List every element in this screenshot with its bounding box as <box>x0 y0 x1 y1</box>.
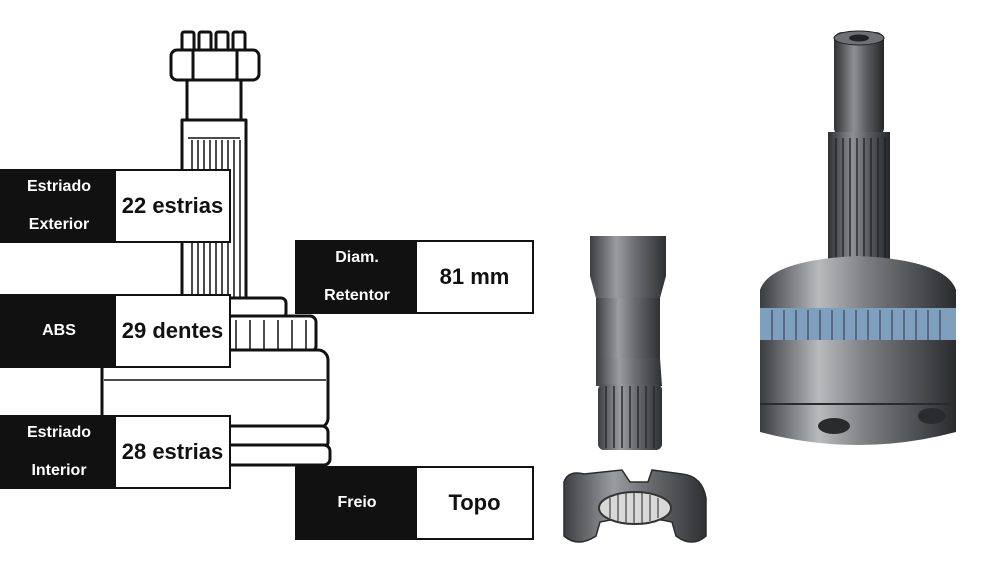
label-value: 81 mm <box>439 264 510 289</box>
label-key: Estriado Exterior <box>2 171 116 241</box>
label-key-line2: Exterior <box>28 216 90 233</box>
label-key: Estriado Interior <box>2 417 116 487</box>
label-key: ABS <box>2 296 116 366</box>
label-diam-retentor: Diam. Retentor 81 mm <box>295 240 534 314</box>
label-freio: Freio Topo <box>295 466 534 540</box>
label-value: 22 estrias <box>121 193 224 218</box>
label-key: Freio <box>297 468 417 538</box>
label-key-line2: Retentor <box>324 287 390 304</box>
inner-shaft-photo <box>563 236 707 543</box>
label-value: 29 dentes <box>121 318 224 343</box>
label-key-line1: Diam. <box>335 249 379 266</box>
label-value: Topo <box>448 490 501 515</box>
label-estriado-interior: Estriado Interior 28 estrias <box>0 415 231 489</box>
label-value: 28 estrias <box>121 439 224 464</box>
label-key-line2: Interior <box>31 462 87 479</box>
label-key-line1: Freio <box>337 494 377 511</box>
cv-joint-photo <box>760 30 956 445</box>
label-key-line1: ABS <box>42 322 76 339</box>
label-abs: ABS 29 dentes <box>0 294 231 368</box>
label-key: Diam. Retentor <box>297 242 417 312</box>
cv-joint-line-drawing <box>100 30 332 467</box>
label-estriado-exterior: Estriado Exterior 22 estrias <box>0 169 231 243</box>
label-key-line1: Estriado <box>26 424 91 441</box>
label-key-line1: Estriado <box>26 178 91 195</box>
